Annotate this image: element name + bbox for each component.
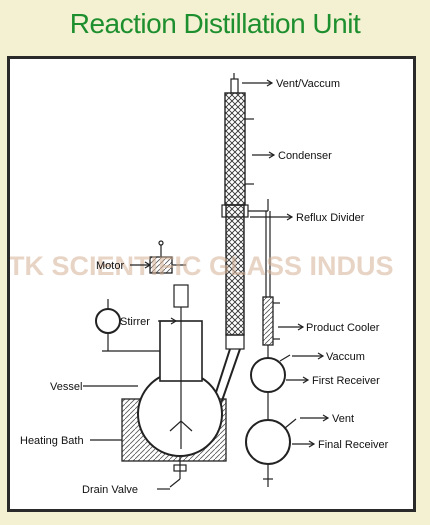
- label-reflux-divider: Reflux Divider: [296, 212, 365, 224]
- label-vessel: Vessel: [50, 381, 82, 393]
- final-receiver: [245, 418, 297, 487]
- product-cooler: [262, 296, 280, 357]
- label-motor: Motor: [96, 260, 124, 272]
- drain-valve: [169, 456, 187, 488]
- label-heating-bath: Heating Bath: [20, 435, 84, 447]
- take-off-line: [265, 211, 271, 297]
- label-final-receiver: Final Receiver: [318, 439, 389, 451]
- label-vent: Vent: [332, 413, 354, 425]
- label-product-cooler: Product Cooler: [306, 322, 380, 334]
- watermark: TK SCIENTIFIC GLASS INDUS: [10, 251, 394, 281]
- vent-outlet: [230, 73, 239, 94]
- diagram-frame: TK SCIENTIFIC GLASS INDUS Vent/Vaccum Co…: [7, 56, 416, 512]
- condenser: [224, 92, 254, 206]
- label-stirrer: Stirrer: [120, 316, 150, 328]
- leader-lines: [83, 79, 330, 490]
- label-drain-valve: Drain Valve: [82, 484, 138, 496]
- reaction-vessel: [137, 320, 223, 457]
- label-first-receiver: First Receiver: [312, 375, 380, 387]
- label-condenser: Condenser: [278, 150, 332, 162]
- first-receiver: [250, 354, 291, 419]
- label-vaccum: Vaccum: [326, 351, 365, 363]
- page-title: Reaction Distillation Unit: [69, 8, 361, 39]
- distillation-diagram: TK SCIENTIFIC GLASS INDUS Vent/Vaccum Co…: [10, 73, 394, 496]
- label-vent-vaccum: Vent/Vaccum: [276, 78, 340, 90]
- addition-funnel: [95, 299, 161, 389]
- reflux-divider: [221, 199, 269, 218]
